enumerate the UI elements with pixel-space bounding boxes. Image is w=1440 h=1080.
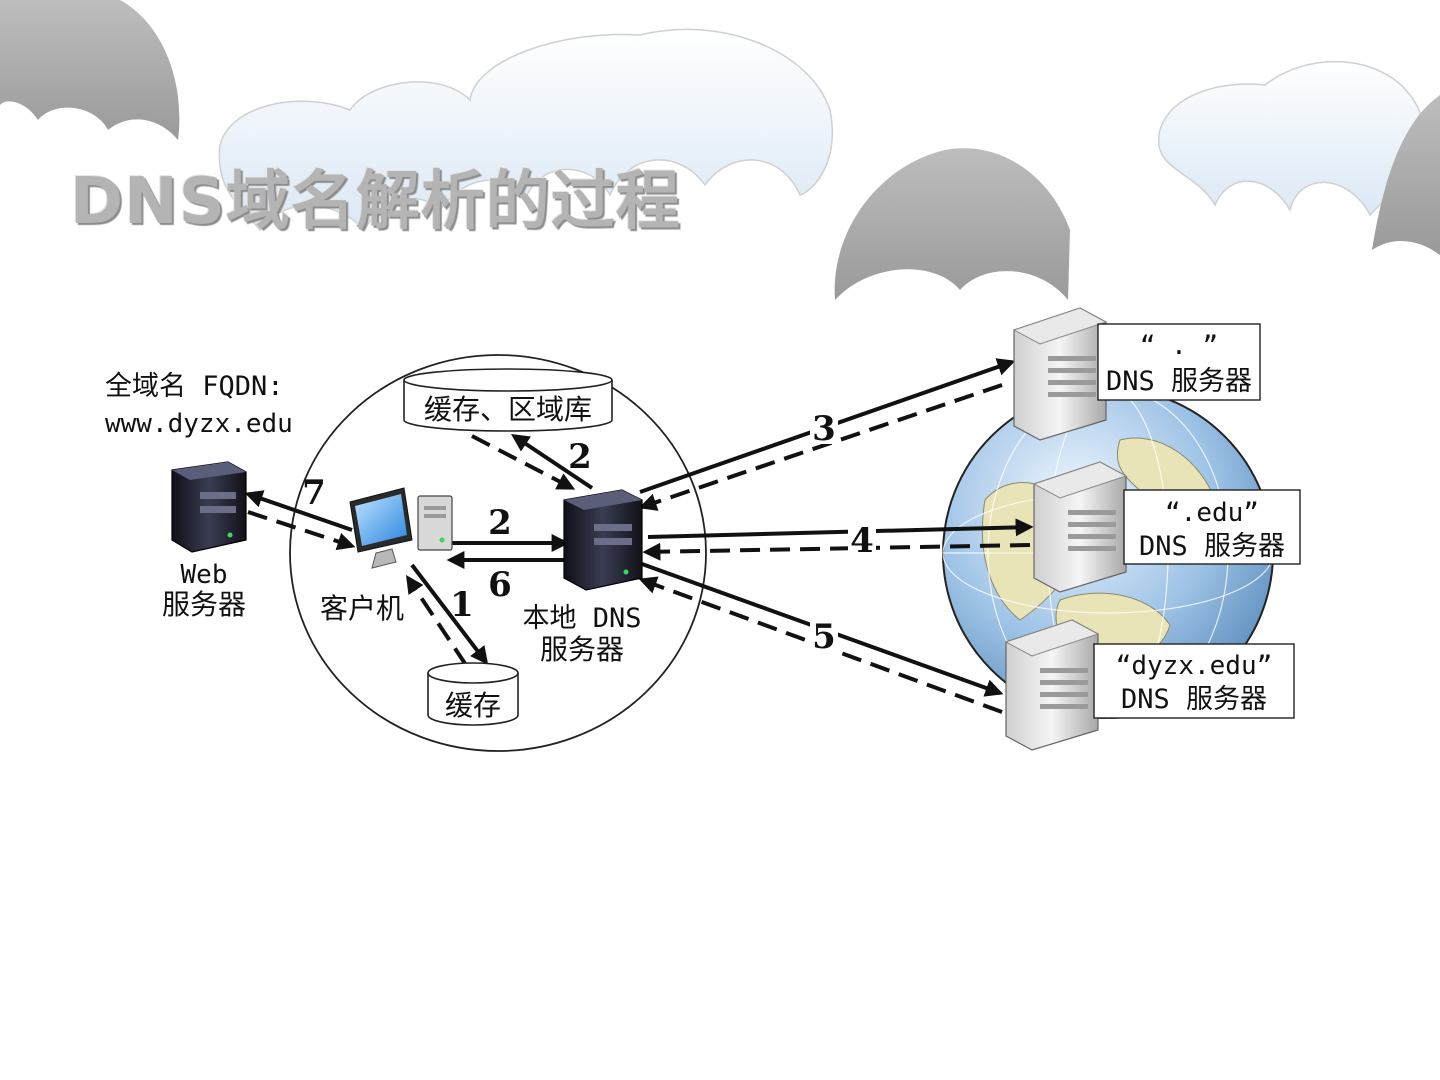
dyzx-dns-server: “dyzx.edu” DNS 服务器 [1004, 619, 1295, 751]
arrow-step-2-db [511, 434, 594, 490]
local-network-boundary [289, 354, 707, 752]
rack-server-icon [1032, 461, 1128, 593]
dyzx-dns-label-2: DNS 服务器 [1121, 684, 1267, 715]
arrow-step-4 [647, 518, 1034, 539]
tower-server-icon [563, 489, 643, 591]
rack-server-icon [1012, 307, 1108, 441]
client-cache: 缓存 [427, 662, 519, 726]
cache-zone-db: 缓存、区域库 [403, 368, 613, 432]
web-server: Web 服务器 [162, 461, 247, 621]
client-computer: 客户机 [320, 487, 453, 625]
rack-server-icon [1004, 619, 1100, 751]
step-3-label: 3 [812, 409, 836, 449]
client-label: 客户机 [320, 592, 404, 625]
dyzx-dns-label-1: “dyzx.edu” [1116, 651, 1273, 681]
local-dns-server: 本地 DNS 服务器 [522, 489, 643, 666]
edu-dns-label-2: DNS 服务器 [1139, 531, 1285, 562]
cloud-shape [834, 148, 1070, 300]
tower-server-icon [171, 461, 247, 553]
arrow-step-1-dashed [406, 575, 468, 667]
cloud-shape [218, 28, 834, 232]
step-2-label: 2 [488, 503, 512, 543]
page-title: DNS域名解析的过程 [70, 165, 681, 239]
web-server-label-1: Web [181, 560, 228, 590]
edu-dns-server: “.edu” DNS 服务器 [1032, 461, 1301, 593]
arrow-step-3-dashed [638, 383, 1003, 511]
root-dns-label-1: “ . ” [1140, 331, 1218, 361]
local-dns-label-1: 本地 DNS [522, 603, 641, 634]
step-1-label: 1 [450, 585, 474, 625]
edu-dns-label-box [1123, 489, 1301, 565]
step-3-badge: 3 [810, 409, 838, 449]
local-dns-label-2: 服务器 [540, 633, 624, 666]
step-4-label: 4 [850, 521, 874, 561]
root-dns-server: “ . ” DNS 服务器 [1012, 307, 1261, 441]
arrow-step-4-dashed [642, 542, 1031, 561]
root-dns-label-box [1097, 323, 1261, 401]
web-server-label-2: 服务器 [162, 588, 246, 621]
fqdn-label: 全域名 FQDN: [105, 371, 284, 402]
step-6-label: 6 [488, 565, 512, 605]
step-7-label: 7 [302, 473, 326, 513]
arrow-step-7-dashed [247, 510, 356, 551]
step-5-badge: 5 [810, 617, 838, 657]
cache-zone-db-label: 缓存、区域库 [424, 393, 592, 426]
step-4-badge: 4 [848, 521, 876, 561]
database-cylinder-icon [403, 368, 613, 392]
fqdn-value: www.dyzx.edu [105, 409, 293, 439]
step-5-label: 5 [812, 617, 836, 657]
database-cylinder-icon [427, 662, 519, 684]
arrow-step-1 [410, 563, 489, 665]
dyzx-dns-label-box [1093, 643, 1295, 719]
cloud-shape [1372, 95, 1440, 255]
edu-dns-label-1: “.edu” [1165, 498, 1259, 528]
arrow-step-2-db-dashed [471, 434, 576, 490]
root-dns-label-2: DNS 服务器 [1106, 366, 1252, 397]
step-2-db-label: 2 [568, 437, 592, 477]
desktop-computer-icon [349, 487, 453, 569]
cloud-shape [0, 0, 180, 140]
client-cache-label: 缓存 [445, 689, 501, 722]
arrow-step-7 [244, 490, 353, 532]
